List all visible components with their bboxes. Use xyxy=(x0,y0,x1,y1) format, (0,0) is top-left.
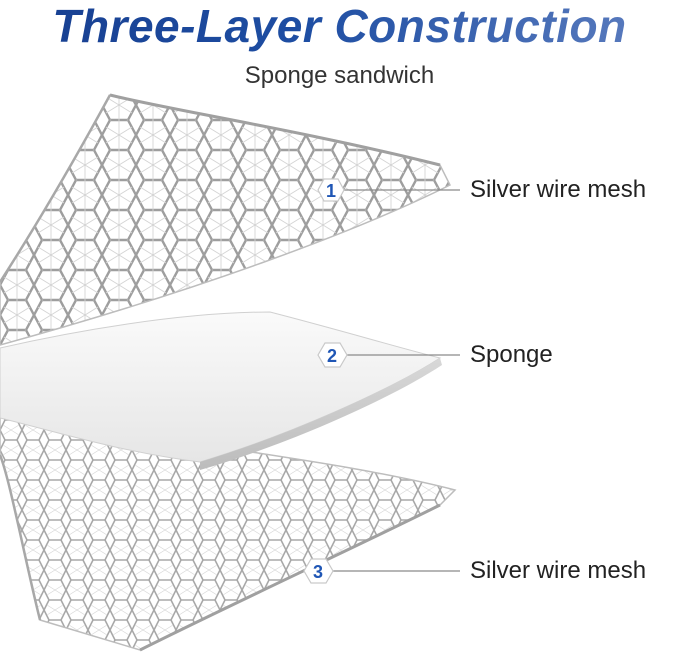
callout-1-number: 1 xyxy=(326,181,336,201)
callout-2-label: Sponge xyxy=(470,341,553,369)
callout-2-number: 2 xyxy=(327,346,337,366)
callout-1-badge: 1 xyxy=(318,179,344,201)
top-wire-mesh xyxy=(0,95,450,345)
callout-2-badge: 2 xyxy=(318,343,347,367)
callout-3-number: 3 xyxy=(313,562,323,582)
callout-1-label: Silver wire mesh xyxy=(470,176,646,204)
callout-3-label: Silver wire mesh xyxy=(470,557,646,585)
callout-3-badge: 3 xyxy=(304,559,333,583)
